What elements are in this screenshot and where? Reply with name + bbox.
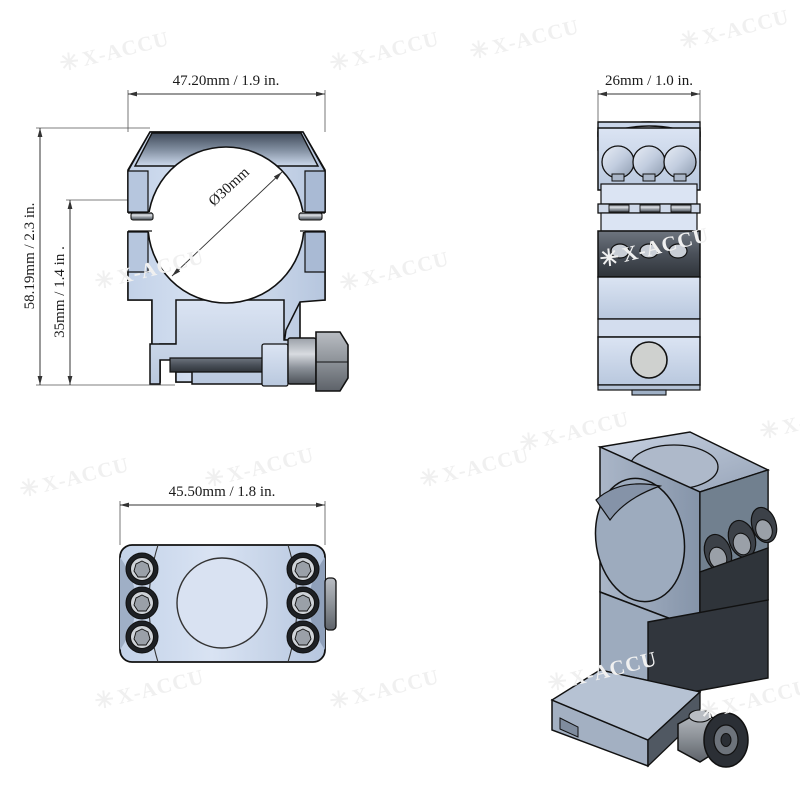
front-elevation-view bbox=[36, 90, 349, 392]
front-clamp-jaw bbox=[261, 343, 289, 387]
side-screw-head bbox=[663, 145, 697, 179]
iso-screw-head bbox=[755, 519, 773, 541]
front-ear-left bbox=[127, 170, 149, 213]
front-clamp-bolt bbox=[169, 331, 349, 392]
total-height-dimension-label: 58.19mm / 2.3 in. bbox=[22, 203, 38, 310]
top-screw-right-1 bbox=[286, 552, 320, 586]
top-extension-lines bbox=[119, 501, 326, 545]
top-screw-left-1 bbox=[125, 552, 159, 586]
ring-height-dimension: 35mm / 1.4 in . bbox=[52, 200, 73, 385]
front-ear-right bbox=[304, 170, 326, 213]
iso-screws bbox=[703, 506, 778, 573]
iso-bore-inner-shade bbox=[595, 483, 663, 522]
iso-nut-collar bbox=[688, 709, 712, 723]
iso-screw-head bbox=[732, 532, 752, 556]
top-screws bbox=[125, 552, 320, 654]
side-width-dimension-label: 26mm / 1.0 in. bbox=[605, 73, 693, 89]
side-base-lip bbox=[597, 384, 701, 391]
snowflake-asterisk-icon: ✳ bbox=[338, 268, 362, 296]
side-screw-head bbox=[632, 145, 666, 179]
snowflake-asterisk-icon: ✳ bbox=[546, 668, 570, 696]
snowflake-asterisk-icon: ✳ bbox=[93, 686, 117, 714]
front-ring-split bbox=[128, 212, 325, 232]
snowflake-asterisk-icon: ✳ bbox=[18, 474, 42, 502]
iso-clamp-nut bbox=[677, 709, 749, 768]
side-body-mid bbox=[597, 318, 701, 338]
snowflake-asterisk-icon: ✳ bbox=[328, 686, 352, 714]
isometric-3d-view bbox=[550, 431, 778, 768]
side-base-foot bbox=[631, 389, 667, 396]
ring-height-dimension-label: 35mm / 1.4 in . bbox=[52, 246, 68, 338]
snowflake-asterisk-icon: ✳ bbox=[758, 416, 782, 444]
front-lower-ear-left bbox=[127, 231, 149, 273]
top-screw-left-3 bbox=[125, 620, 159, 654]
snowflake-asterisk-icon: ✳ bbox=[468, 36, 492, 64]
side-width-dimension: 26mm / 1.0 in. bbox=[598, 73, 700, 97]
top-screw-left-2 bbox=[125, 586, 159, 620]
side-round-boss bbox=[630, 341, 668, 379]
width-dimension-label: 47.20mm / 1.9 in. bbox=[173, 73, 280, 89]
front-lower-ear-right bbox=[304, 231, 326, 273]
side-screw-head bbox=[601, 145, 635, 179]
snowflake-asterisk-icon: ✳ bbox=[678, 26, 702, 54]
side-mid-screws bbox=[610, 243, 688, 259]
top-side-bolt bbox=[324, 577, 337, 631]
top-width-dimension-label: 45.50mm / 1.8 in. bbox=[169, 484, 276, 500]
top-screw-right-3 bbox=[286, 620, 320, 654]
side-body-upper bbox=[597, 276, 701, 320]
snowflake-asterisk-icon: ✳ bbox=[418, 464, 442, 492]
top-screw-right-2 bbox=[286, 586, 320, 620]
snowflake-asterisk-icon: ✳ bbox=[598, 244, 622, 272]
top-bore-circle bbox=[176, 557, 268, 649]
snowflake-asterisk-icon: ✳ bbox=[698, 696, 722, 724]
front-bolt-shank bbox=[287, 337, 317, 385]
top-plan-view bbox=[119, 501, 337, 663]
snowflake-asterisk-icon: ✳ bbox=[203, 464, 227, 492]
side-split-pads bbox=[608, 204, 692, 213]
width-dimension: 47.20mm / 1.9 in. bbox=[128, 73, 325, 97]
side-extension-lines bbox=[597, 90, 701, 122]
snowflake-asterisk-icon: ✳ bbox=[93, 266, 117, 294]
total-height-dimension: 58.19mm / 2.3 in. bbox=[22, 128, 43, 385]
side-top-screws bbox=[601, 145, 697, 182]
iso-recoil-notch bbox=[559, 717, 579, 738]
snowflake-asterisk-icon: ✳ bbox=[58, 48, 82, 76]
side-elevation-view bbox=[597, 90, 701, 396]
snowflake-asterisk-icon: ✳ bbox=[328, 48, 352, 76]
top-width-dimension: 45.50mm / 1.8 in. bbox=[120, 484, 325, 508]
side-ring-band bbox=[600, 183, 698, 205]
iso-pedestal-side bbox=[647, 599, 769, 701]
snowflake-asterisk-icon: ✳ bbox=[518, 428, 542, 456]
front-extension-lines bbox=[36, 90, 326, 386]
